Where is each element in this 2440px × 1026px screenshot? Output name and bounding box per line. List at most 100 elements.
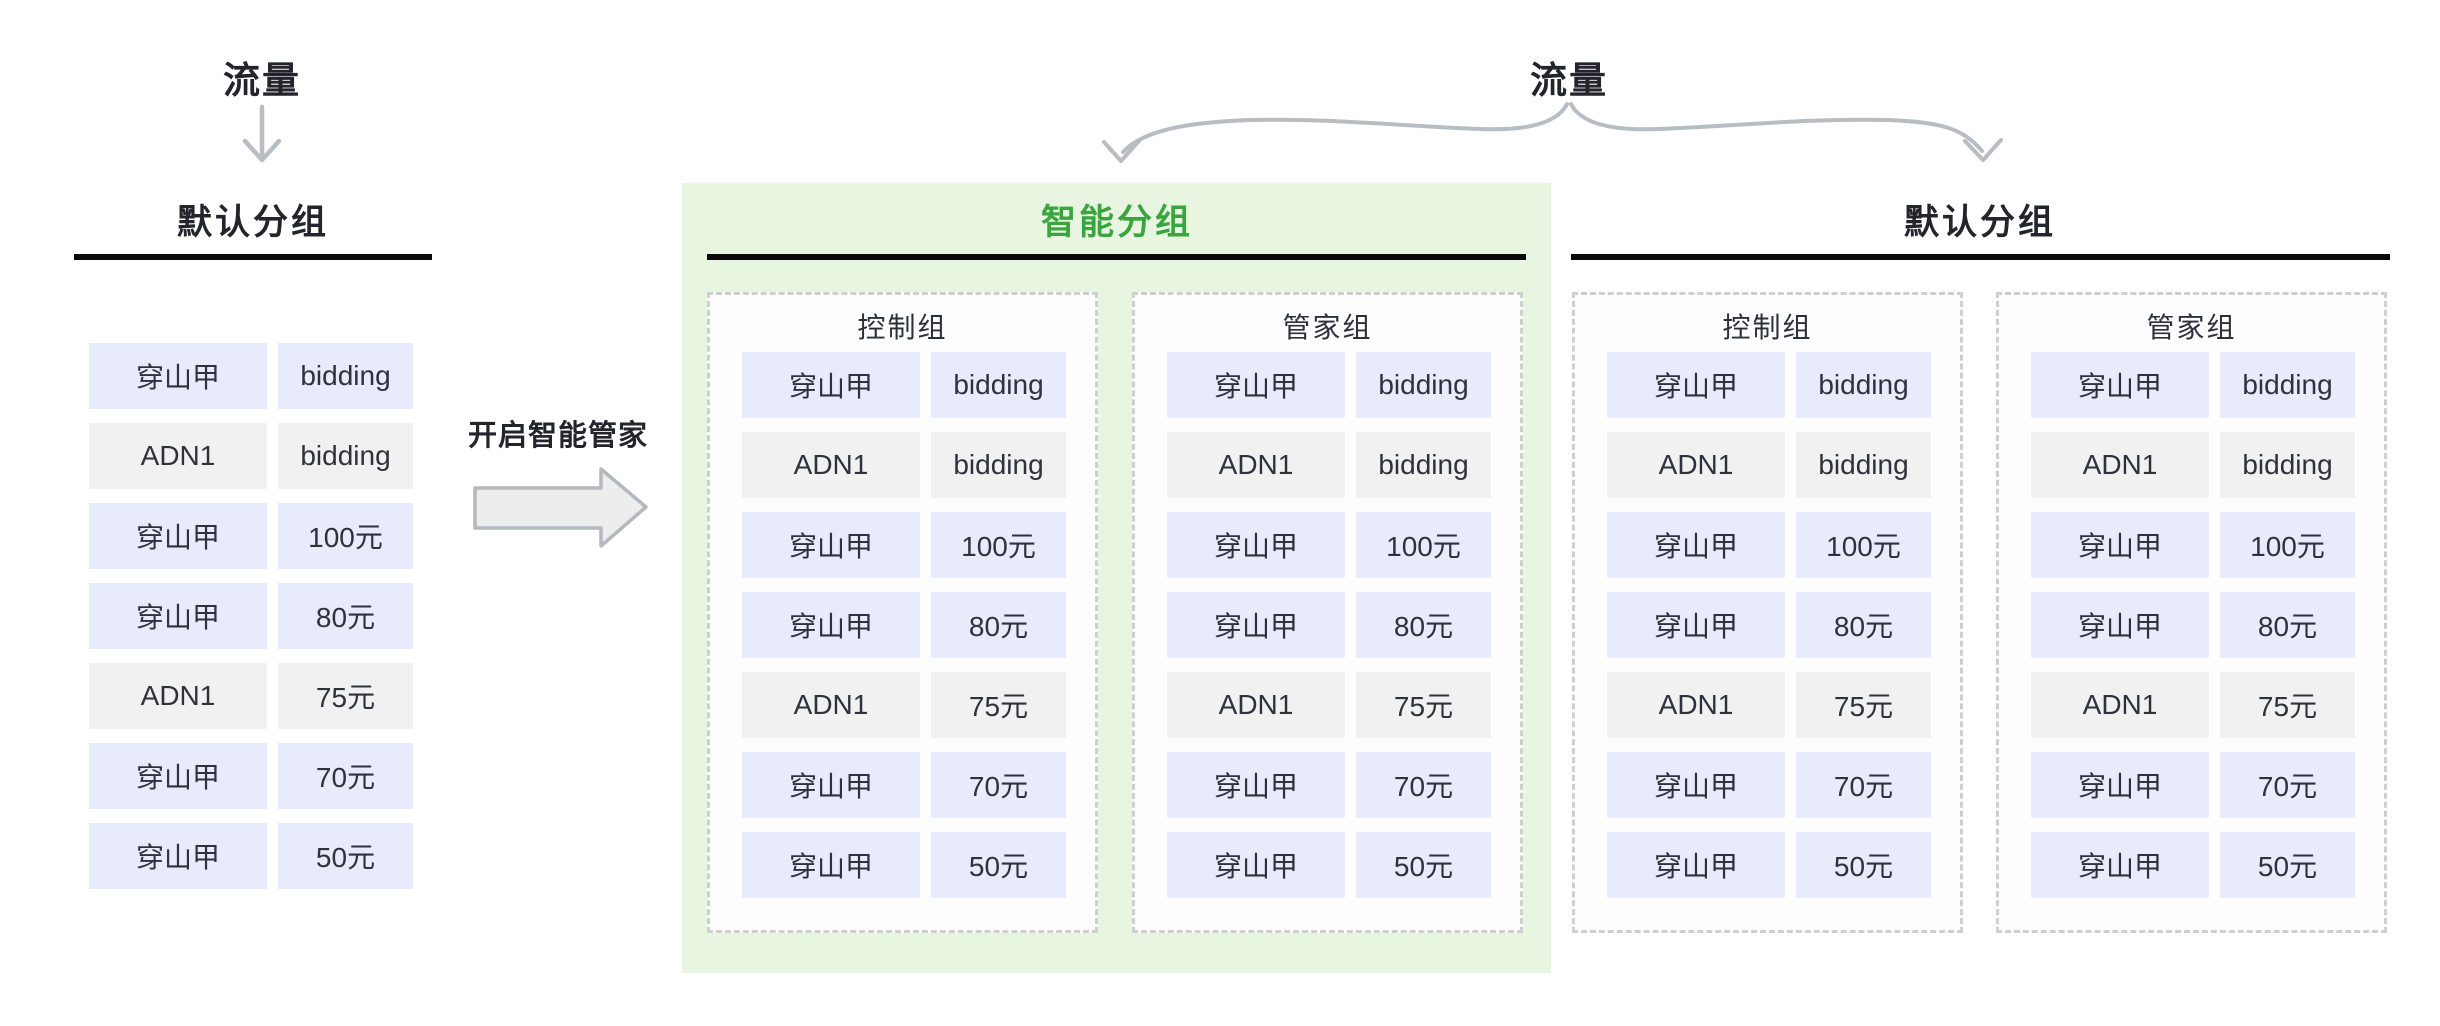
traffic-label-top: 流量: [1530, 60, 1608, 101]
right-control-group-box: 控制组 穿山甲 bidding ADN1 bidding 穿山甲 100元 穿山…: [1572, 292, 1963, 933]
flow-split-arrow-right: [1569, 102, 2003, 162]
channel-cell: 穿山甲: [2031, 832, 2209, 898]
channel-cell: 穿山甲: [1607, 592, 1785, 658]
price-cell: 50元: [2220, 832, 2355, 898]
price-cell: 100元: [278, 503, 413, 569]
smart-butler-group-table: 穿山甲 bidding ADN1 bidding 穿山甲 100元 穿山甲 80…: [1167, 352, 1491, 912]
channel-cell: 穿山甲: [89, 743, 267, 809]
table-row: ADN1 bidding: [1167, 432, 1491, 498]
right-butler-group-table: 穿山甲 bidding ADN1 bidding 穿山甲 100元 穿山甲 80…: [2031, 352, 2355, 912]
table-row: ADN1 bidding: [2031, 432, 2355, 498]
price-cell: 80元: [931, 592, 1066, 658]
group-box-title: 管家组: [1282, 312, 1373, 343]
table-row: ADN1 75元: [2031, 672, 2355, 738]
price-cell: bidding: [2220, 432, 2355, 498]
price-cell: 80元: [2220, 592, 2355, 658]
price-cell: 80元: [1356, 592, 1491, 658]
table-row: 穿山甲 bidding: [89, 343, 413, 409]
left-section-title: 默认分组: [176, 203, 329, 242]
price-cell: 75元: [931, 672, 1066, 738]
table-row: ADN1 bidding: [1607, 432, 1931, 498]
right-control-group-table: 穿山甲 bidding ADN1 bidding 穿山甲 100元 穿山甲 80…: [1607, 352, 1931, 912]
channel-cell: ADN1: [1607, 672, 1785, 738]
price-cell: 70元: [1356, 752, 1491, 818]
channel-cell: 穿山甲: [1607, 832, 1785, 898]
channel-cell: 穿山甲: [2031, 752, 2209, 818]
price-cell: 50元: [278, 823, 413, 889]
table-row: 穿山甲 100元: [2031, 512, 2355, 578]
channel-cell: ADN1: [2031, 432, 2209, 498]
table-row: 穿山甲 70元: [89, 743, 413, 809]
table-row: 穿山甲 80元: [89, 583, 413, 649]
price-cell: 100元: [1356, 512, 1491, 578]
channel-cell: ADN1: [1167, 672, 1345, 738]
price-cell: 75元: [2220, 672, 2355, 738]
price-cell: bidding: [1356, 432, 1491, 498]
price-cell: 80元: [278, 583, 413, 649]
price-cell: 70元: [2220, 752, 2355, 818]
price-cell: 80元: [1796, 592, 1931, 658]
channel-cell: 穿山甲: [742, 592, 920, 658]
table-row: 穿山甲 70元: [1167, 752, 1491, 818]
table-row: ADN1 bidding: [742, 432, 1066, 498]
table-row: 穿山甲 50元: [2031, 832, 2355, 898]
smart-control-group-box: 控制组 穿山甲 bidding ADN1 bidding 穿山甲 100元 穿山…: [707, 292, 1098, 933]
price-cell: 50元: [931, 832, 1066, 898]
channel-cell: ADN1: [1607, 432, 1785, 498]
price-cell: 75元: [1356, 672, 1491, 738]
channel-cell: 穿山甲: [1167, 752, 1345, 818]
channel-cell: 穿山甲: [1167, 512, 1345, 578]
price-cell: 70元: [278, 743, 413, 809]
price-cell: 70元: [931, 752, 1066, 818]
table-row: 穿山甲 bidding: [1607, 352, 1931, 418]
channel-cell: 穿山甲: [2031, 512, 2209, 578]
channel-cell: 穿山甲: [742, 752, 920, 818]
channel-cell: 穿山甲: [2031, 352, 2209, 418]
price-cell: 75元: [1796, 672, 1931, 738]
channel-cell: 穿山甲: [1607, 352, 1785, 418]
flow-split-arrow-left: [1102, 102, 1569, 163]
table-row: 穿山甲 bidding: [1167, 352, 1491, 418]
channel-cell: 穿山甲: [2031, 592, 2209, 658]
channel-cell: 穿山甲: [1607, 512, 1785, 578]
price-cell: bidding: [931, 432, 1066, 498]
price-cell: bidding: [1796, 432, 1931, 498]
price-cell: 75元: [278, 663, 413, 729]
enable-smart-butler-arrow: [473, 467, 648, 548]
channel-cell: ADN1: [742, 672, 920, 738]
price-cell: 50元: [1796, 832, 1931, 898]
right-section-title: 默认分组: [1903, 203, 2056, 242]
price-cell: 100元: [1796, 512, 1931, 578]
price-cell: bidding: [931, 352, 1066, 418]
price-cell: bidding: [278, 343, 413, 409]
table-row: 穿山甲 80元: [1607, 592, 1931, 658]
channel-cell: 穿山甲: [1607, 752, 1785, 818]
table-row: ADN1 75元: [742, 672, 1066, 738]
table-row: 穿山甲 50元: [742, 832, 1066, 898]
smart-butler-group-box: 管家组 穿山甲 bidding ADN1 bidding 穿山甲 100元 穿山…: [1132, 292, 1523, 933]
channel-cell: 穿山甲: [1167, 592, 1345, 658]
channel-cell: ADN1: [1167, 432, 1345, 498]
left-default-table: 穿山甲 bidding ADN1 bidding 穿山甲 100元 穿山甲 80…: [89, 343, 413, 903]
table-row: ADN1 bidding: [89, 423, 413, 489]
price-cell: 70元: [1796, 752, 1931, 818]
table-row: 穿山甲 70元: [2031, 752, 2355, 818]
channel-cell: 穿山甲: [742, 512, 920, 578]
channel-cell: ADN1: [89, 663, 267, 729]
table-row: 穿山甲 50元: [1607, 832, 1931, 898]
table-row: ADN1 75元: [89, 663, 413, 729]
group-box-title: 控制组: [1722, 312, 1813, 343]
channel-cell: 穿山甲: [1167, 352, 1345, 418]
channel-cell: ADN1: [742, 432, 920, 498]
table-row: 穿山甲 80元: [1167, 592, 1491, 658]
price-cell: bidding: [278, 423, 413, 489]
channel-cell: 穿山甲: [89, 823, 267, 889]
right-title-underline: [1571, 254, 2390, 260]
table-row: 穿山甲 bidding: [742, 352, 1066, 418]
table-row: 穿山甲 100元: [89, 503, 413, 569]
table-row: 穿山甲 bidding: [2031, 352, 2355, 418]
price-cell: 100元: [2220, 512, 2355, 578]
table-row: 穿山甲 100元: [742, 512, 1066, 578]
traffic-label-left: 流量: [223, 60, 301, 101]
